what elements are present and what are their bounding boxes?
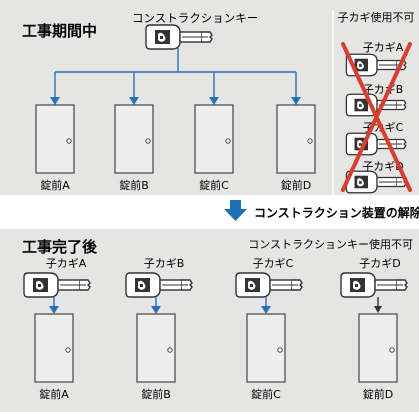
door-lock-b-top <box>114 104 154 174</box>
door-lock-b-bottom <box>136 313 176 383</box>
bottom-panel-note: コンストラクションキー使用不可 <box>248 238 413 251</box>
down-arrow-icon <box>224 200 247 221</box>
door-lock-a-top <box>35 104 75 174</box>
not-usable-cross <box>341 42 412 192</box>
bottom-lock-b-label: 錠前B <box>141 387 171 401</box>
top-lock-a-label: 錠前A <box>40 178 70 192</box>
bottom-key-a-label: 子カギA <box>46 257 87 270</box>
side-panel-title: 子カギ使用不可 <box>338 11 415 24</box>
bottom-key-d-label: 子カギD <box>359 257 400 270</box>
top-lock-b-label: 錠前B <box>119 178 149 192</box>
side-key-a-label: 子カギA <box>363 41 404 54</box>
bottom-lock-a-label: 錠前A <box>39 387 69 401</box>
distribution-arrowheads <box>50 97 301 105</box>
master-key-label: コンストラクションキー <box>132 11 258 25</box>
side-key-b-label: 子カギB <box>363 83 404 96</box>
door-lock-d-top <box>276 104 316 174</box>
side-key-d-label: 子カギD <box>362 160 403 173</box>
door-lock-d-bottom <box>358 313 398 383</box>
top-lock-c-label: 錠前C <box>199 178 229 192</box>
bottom-panel-title: 工事完了後 <box>22 238 98 256</box>
bottom-key-b-label: 子カギB <box>144 257 185 270</box>
bottom-key-c-label: 子カギC <box>253 257 294 270</box>
top-panel-title: 工事期間中 <box>22 22 97 40</box>
bottom-lock-c-label: 錠前C <box>251 387 281 401</box>
transition-label: コンストラクション装置の解除 <box>254 205 419 220</box>
bottom-lock-d-label: 錠前D <box>363 387 393 401</box>
bottom-connectors <box>49 297 382 314</box>
top-lock-d-label: 錠前D <box>281 178 311 192</box>
distribution-lines <box>54 48 297 99</box>
door-lock-c-bottom <box>246 313 286 383</box>
door-lock-a-bottom <box>34 313 74 383</box>
door-lock-c-top <box>194 104 234 174</box>
